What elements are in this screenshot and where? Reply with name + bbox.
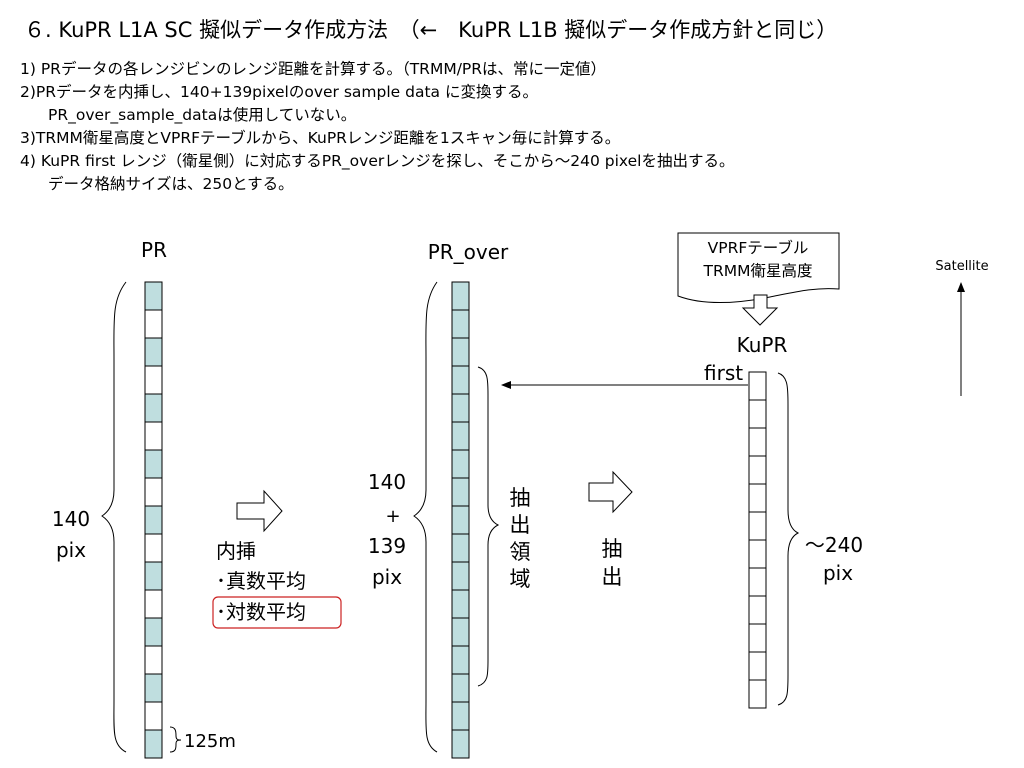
range-bin-cell [748,567,767,597]
pr-over-label: PR_over [428,240,509,264]
range-bin-cell [144,505,163,535]
range-bin-cell [144,309,163,339]
range-bin-cell [451,701,470,731]
step-4-note: データ格納サイズは、250とする。 [48,175,294,193]
range-bin-cell [144,645,163,675]
range-bin-cell [451,281,470,311]
extract-region-brace [477,366,500,687]
interp-title: 内挿 [216,539,256,563]
pr-over-bin-column [451,281,470,759]
pr-bin-column [144,281,163,759]
range-bin-cell [748,623,767,653]
source-document-icon [677,232,840,303]
over-count-line1: 140 [368,470,406,494]
range-bin-cell [144,533,163,563]
pr-unit: pix [56,538,86,562]
range-bin-cell [451,617,470,647]
range-bin-cell [748,455,767,485]
range-bin-cell [748,371,767,401]
kupr-bin-column [748,371,767,709]
range-bin-cell [451,505,470,535]
extract-region-char-3: 領 [510,540,531,564]
extract-action-char-2: 出 [602,565,623,589]
range-bin-cell [144,701,163,731]
step-3: 3)TRMM衛星高度とVPRFテーブルから、KuPRレンジ距離を1スキャン毎に計… [20,129,621,147]
range-bin-cell [748,511,767,541]
range-bin-cell [451,589,470,619]
range-bin-cell [451,477,470,507]
range-bin-cell [748,651,767,681]
range-bin-cell [451,673,470,703]
kupr-brace [777,372,800,706]
interpolate-arrow-icon [236,489,283,533]
bin-size-brace [169,726,182,753]
satellite-label: Satellite [935,259,988,274]
extract-region-char-1: 抽 [510,486,531,510]
range-bin-cell [748,679,767,709]
range-bin-cell [451,393,470,423]
step-4: 4) KuPR first レンジ（衛星側）に対応するPR_overレンジを探し… [20,152,735,170]
pr-over-brace [413,281,438,753]
range-bin-cell [451,561,470,591]
pr-brace [101,281,127,753]
range-bin-cell [748,427,767,457]
step-1: 1) PRデータの各レンジビンのレンジ距離を計算する。（TRMM/PRは、常に一… [20,60,607,78]
bin-size-label: 125m [184,731,236,752]
range-bin-cell [748,399,767,429]
extract-region-char-4: 域 [510,567,531,591]
kupr-unit: pix [823,561,853,585]
step-2-note: PR_over_sample_dataは使用していない。 [48,106,357,124]
range-bin-cell [144,449,163,479]
range-bin-cell [144,589,163,619]
range-bin-cell [144,673,163,703]
range-bin-cell [144,421,163,451]
extract-action-char-1: 抽 [602,537,623,561]
range-bin-cell [451,309,470,339]
range-bin-cell [748,483,767,513]
kupr-count: ～240 [805,533,863,557]
interp-option-log-mean: ･対数平均 [216,600,306,624]
range-bin-cell [144,617,163,647]
extract-arrow-icon [588,470,633,514]
range-bin-cell [748,539,767,569]
range-bin-cell [144,393,163,423]
extract-region-char-2: 出 [510,513,531,537]
range-bin-cell [144,477,163,507]
down-arrow-icon [741,294,779,326]
range-bin-cell [451,729,470,759]
kupr-label: KuPR [737,333,788,357]
over-count-plus: + [385,506,400,527]
range-bin-cell [144,561,163,591]
range-bin-cell [451,533,470,563]
pr-label: PR [141,238,167,262]
source-line-1: VPRFテーブル [708,238,809,257]
over-count-line3: 139 [368,534,406,558]
range-bin-cell [144,729,163,759]
slide-title: ６. KuPR L1A SC 擬似データ作成方法 （← KuPR L1B 擬似デ… [24,18,838,42]
highlight-box [212,596,342,629]
range-bin-cell [144,337,163,367]
range-bin-cell [451,645,470,675]
step-list: 1) PRデータの各レンジビンのレンジ距離を計算する。（TRMM/PRは、常に一… [20,58,734,196]
source-line-2: TRMM衛星高度 [703,262,813,280]
pr-count: 140 [52,507,90,531]
over-count-unit: pix [372,565,402,589]
range-bin-cell [144,281,163,311]
range-bin-cell [748,595,767,625]
interp-option-true-mean: ･真数平均 [216,569,306,593]
step-2: 2)PRデータを内挿し、140+139pixelのover sample dat… [20,83,538,101]
range-bin-cell [451,365,470,395]
kupr-first-label: first [704,361,743,385]
range-bin-cell [144,365,163,395]
range-bin-cell [451,449,470,479]
range-bin-cell [451,337,470,367]
range-bin-cell [451,421,470,451]
